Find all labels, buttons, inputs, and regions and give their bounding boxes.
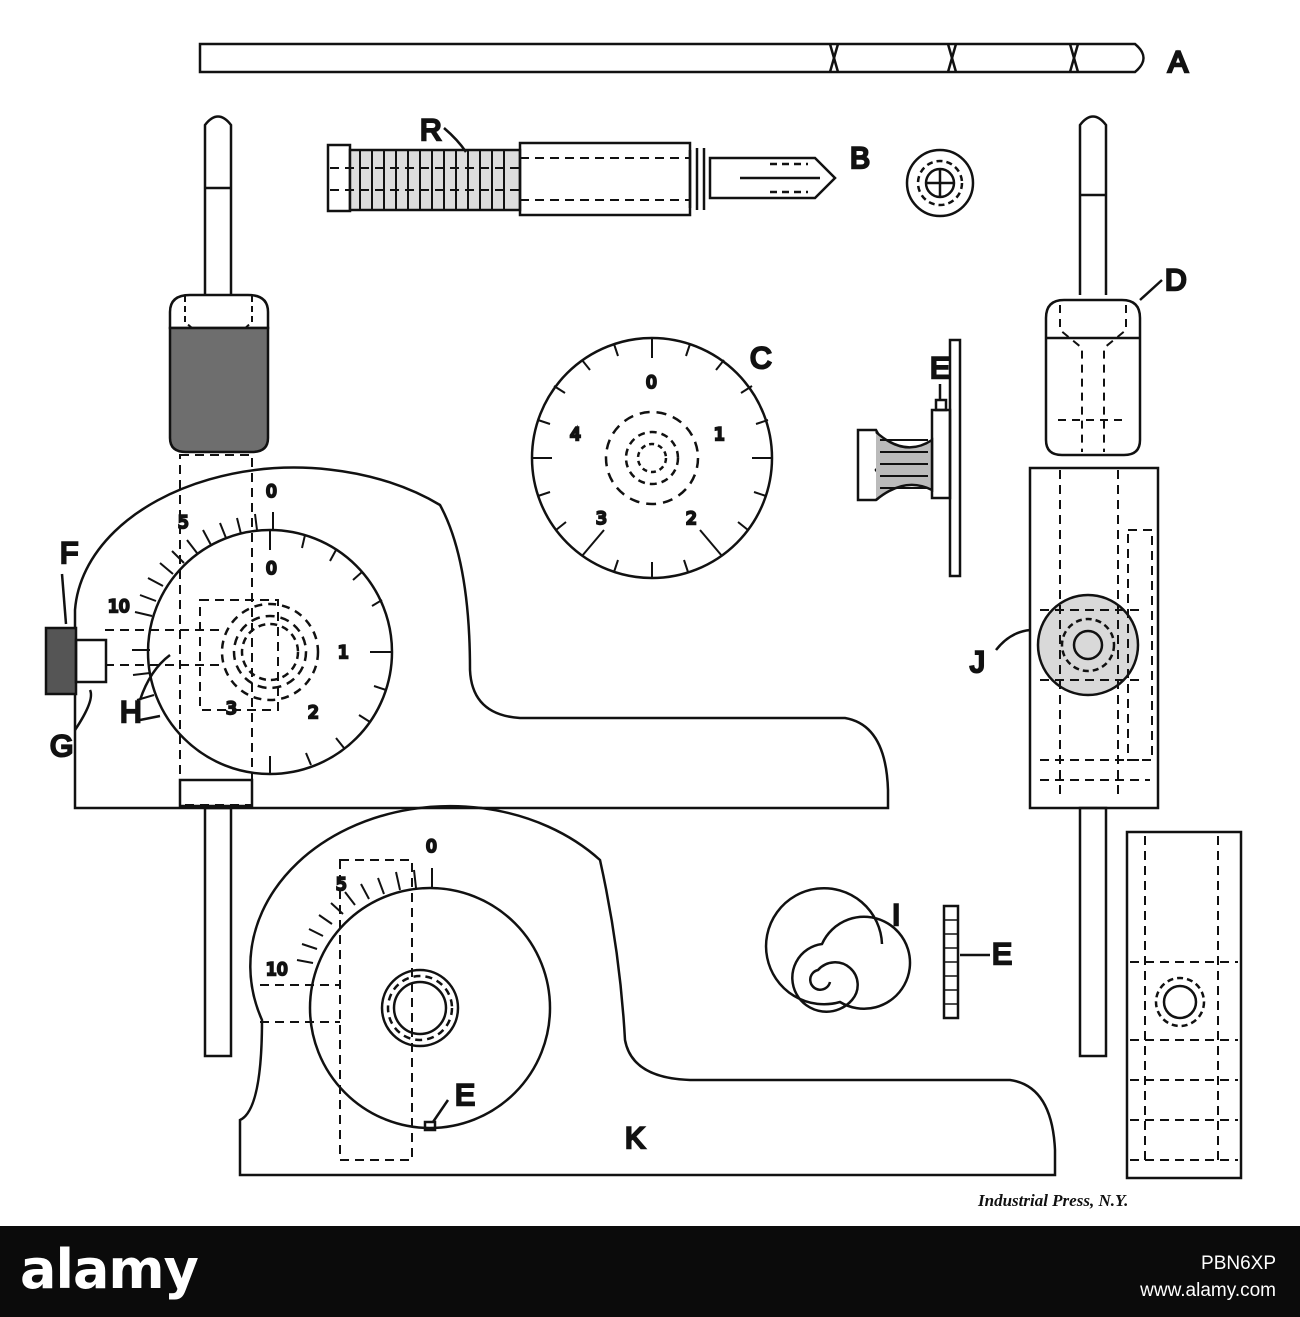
part-k-frame	[238, 804, 1057, 1177]
label-g-line	[73, 689, 93, 731]
part-a-rod	[198, 42, 1145, 74]
c-three: 3	[596, 509, 607, 529]
label-j: J	[970, 646, 985, 679]
right-vertical-rod	[1078, 115, 1108, 1058]
part-c-dial	[530, 336, 774, 580]
left-vertical-rod	[203, 115, 233, 1058]
watermark-bar	[0, 1226, 1300, 1317]
label-e-k-leader	[431, 1099, 450, 1123]
upper-scale-zero: 0	[266, 482, 277, 502]
label-e-small: E	[992, 938, 1012, 971]
left-knurled-knob	[168, 293, 270, 454]
label-r: R	[420, 114, 442, 147]
k-five: 5	[336, 875, 347, 895]
credit-text: Industrial Press, N.Y.	[977, 1191, 1128, 1210]
c-four: 4	[570, 425, 581, 445]
part-f-thumbscrew	[44, 626, 108, 696]
dial-three: 3	[226, 699, 237, 719]
watermark-brand: alamy	[20, 1238, 199, 1301]
label-f: F	[60, 537, 78, 570]
right-body	[1028, 466, 1160, 810]
label-h-line	[138, 654, 171, 701]
c-one: 1	[714, 425, 725, 445]
dial-two: 2	[308, 703, 319, 723]
k-ten: 10	[266, 960, 288, 980]
label-r-arrow	[443, 127, 468, 153]
label-e-top: E	[930, 352, 950, 385]
watermark-image-id: PBN6XP	[1201, 1253, 1276, 1274]
label-d-arrow	[1139, 279, 1163, 301]
right-knob-d	[1044, 298, 1142, 457]
label-c: C	[750, 342, 772, 375]
label-g: G	[50, 730, 73, 763]
upper-scale-ten: 10	[108, 597, 130, 617]
label-j-arrow	[995, 628, 1031, 651]
upper-scale-five: 5	[178, 513, 189, 533]
left-frame	[73, 454, 890, 810]
watermark-info: PBN6XP www.alamy.com	[1140, 1250, 1276, 1304]
label-d: D	[1165, 264, 1187, 297]
dial-one: 1	[338, 643, 349, 663]
part-side-block	[1125, 830, 1243, 1180]
part-b-end-view	[905, 148, 975, 218]
label-k: K	[625, 1122, 645, 1155]
k-zero: 0	[426, 837, 437, 857]
watermark-url: www.alamy.com	[1140, 1280, 1276, 1301]
part-i-spring	[764, 887, 912, 1013]
label-a: A	[1168, 46, 1188, 79]
dial-zero: 0	[266, 559, 277, 579]
label-i: I	[892, 899, 900, 932]
c-two: 2	[686, 509, 697, 529]
label-f-arrow	[60, 573, 68, 625]
label-h: H	[120, 696, 142, 729]
label-b: B	[850, 142, 870, 175]
label-e-k: E	[455, 1079, 475, 1112]
part-b-screw	[326, 141, 837, 217]
c-zero: 0	[646, 373, 657, 393]
part-e-small	[942, 904, 960, 1020]
